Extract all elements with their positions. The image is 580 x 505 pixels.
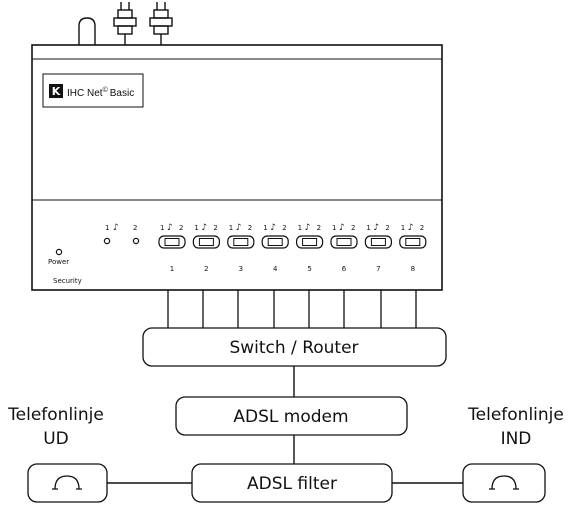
port-switch-knob	[198, 238, 214, 246]
port-cables	[167, 290, 417, 328]
port-number: 1	[170, 265, 174, 273]
port-channel-1-label: 1	[366, 224, 370, 232]
port-channel-2-label: 2	[420, 224, 424, 232]
port-5: 1♪ 2 5	[296, 223, 324, 273]
port-channel-2-label: 2	[385, 224, 389, 232]
port-channel-1-label: 1	[194, 224, 198, 232]
phone-handset-icon	[489, 475, 519, 490]
port-4: 1♪ 2 4	[261, 223, 289, 273]
adsl-filter: ADSL filter	[191, 463, 393, 503]
device-antennas	[78, 2, 173, 45]
phone-mini-icon: ♪	[373, 223, 379, 233]
left-telephone: Telefonlinje UD	[7, 405, 108, 503]
port-channel-1-label: 1	[332, 224, 336, 232]
security-phone-icon: ♪	[113, 223, 119, 233]
security-led-1-icon	[103, 237, 111, 245]
phone-mini-icon: ♪	[408, 223, 414, 233]
switch-router: Switch / Router	[142, 327, 447, 367]
port-row: 1♪211♪221♪231♪241♪251♪261♪271♪28	[158, 223, 427, 273]
right-telephone: Telefonlinje IND	[462, 405, 564, 503]
phone-mini-icon: ♪	[305, 223, 311, 233]
port-switch-knob	[302, 238, 318, 246]
port-channel-1-label: 1	[401, 224, 405, 232]
port-7: 1♪ 2 7	[364, 223, 392, 273]
port-channel-2-label: 2	[282, 224, 286, 232]
security-led-2-icon	[132, 237, 140, 245]
brand-name: IHC Net	[67, 88, 103, 99]
port-number: 7	[376, 265, 380, 273]
port-channel-2-label: 2	[248, 224, 252, 232]
brand-logo-letter: K	[52, 85, 61, 98]
left-phone-label-line1: Telefonlinje	[7, 405, 104, 425]
port-channel-2-label: 2	[317, 224, 321, 232]
port-8: 1♪ 2 8	[399, 223, 427, 273]
port-channel-2-label: 2	[351, 224, 355, 232]
phone-handset-icon	[52, 475, 82, 490]
security-label: Security	[53, 277, 82, 285]
right-phone-label-line2: IND	[501, 429, 532, 449]
port-6: 1♪ 2 6	[330, 223, 358, 273]
port-switch-knob	[164, 238, 180, 246]
right-phone-label-line1: Telefonlinje	[467, 405, 564, 425]
power-label: Power	[48, 258, 69, 266]
port-switch-knob	[233, 238, 249, 246]
port-number: 3	[239, 265, 243, 273]
port-channel-1-label: 1	[160, 224, 164, 232]
brand-label: K IHC Net©Basic	[42, 73, 144, 108]
port-1: 1♪21	[158, 223, 186, 273]
brand-suffix: Basic	[110, 88, 134, 99]
phone-mini-icon: ♪	[236, 223, 242, 233]
left-phone-label-line2: UD	[43, 429, 69, 449]
adsl-modem-label: ADSL modem	[233, 407, 348, 427]
port-channel-2-label: 2	[213, 224, 217, 232]
phone-mini-icon: ♪	[167, 223, 173, 233]
brand-text: IHC Net©Basic	[67, 86, 134, 99]
security-led-1-number: 1	[105, 224, 109, 232]
port-switch-knob	[405, 238, 421, 246]
port-number: 6	[342, 265, 347, 273]
port-channel-1-label: 1	[229, 224, 233, 232]
phone-mini-icon: ♪	[339, 223, 345, 233]
brand-logo-icon	[49, 84, 63, 98]
port-3: 1♪ 2 3	[227, 223, 255, 273]
adsl-filter-label: ADSL filter	[247, 474, 337, 494]
brand-superscript: ©	[103, 86, 109, 94]
port-channel-1-label: 1	[263, 224, 267, 232]
port-number: 2	[204, 265, 208, 273]
port-number: 5	[307, 265, 311, 273]
adsl-modem: ADSL modem	[175, 396, 408, 436]
port-switch-knob	[336, 238, 352, 246]
port-number: 8	[411, 265, 415, 273]
switch-router-label: Switch / Router	[229, 338, 358, 358]
port-2: 1♪ 2 2	[192, 223, 220, 273]
port-switch-knob	[267, 238, 283, 246]
port-switch-knob	[370, 238, 386, 246]
phone-mini-icon: ♪	[270, 223, 276, 233]
power-security-area: Power Security 1 ♪ 2	[48, 223, 140, 285]
security-led-2-number: 2	[133, 224, 137, 232]
power-led-icon	[55, 248, 63, 256]
port-channel-2-label: 2	[179, 224, 183, 232]
phone-mini-icon: ♪	[201, 223, 207, 233]
port-channel-1-label: 1	[298, 224, 302, 232]
port-number: 4	[273, 265, 278, 273]
